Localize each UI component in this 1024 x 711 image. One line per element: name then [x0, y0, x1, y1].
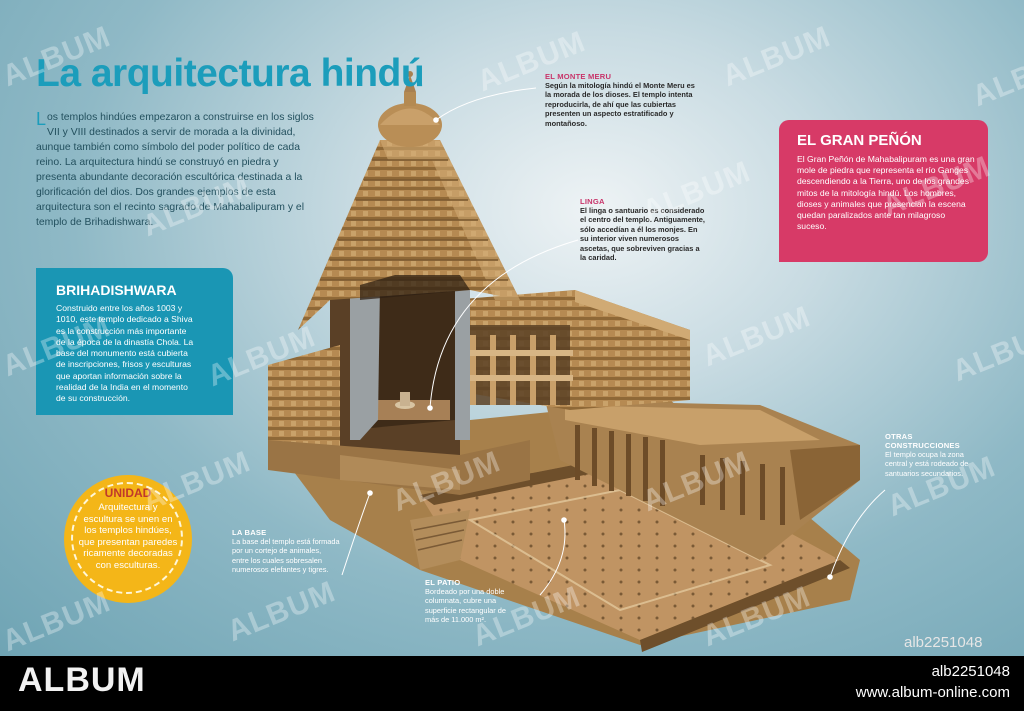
callout-linga-text: El linga o santuario es considerado el c…: [580, 206, 705, 263]
callout-base: LA BASE La base del templo está formada …: [232, 528, 340, 575]
footer-bar: [0, 656, 1024, 711]
base-tier: [268, 345, 340, 470]
courtyard-floor: [420, 452, 840, 640]
callout-monte-meru: EL MONTE MERU Según la mitología hindú e…: [545, 72, 695, 128]
callout-patio-text: Bordeado por una doble columnata, cubre …: [425, 587, 506, 625]
callout-base-title: LA BASE: [232, 528, 267, 537]
callout-linga: LINGA El linga o santuario es considerad…: [580, 197, 705, 262]
leader-monte-meru: [435, 87, 537, 121]
callout-monte-meru-title: EL MONTE MERU: [545, 72, 612, 81]
leader-linga: [429, 239, 579, 409]
brihadishwara-panel: [36, 268, 233, 415]
intro-text: os templos hindúes empezaron a construir…: [36, 112, 314, 228]
footer-url[interactable]: www.album-online.com: [855, 684, 1010, 701]
callout-otras: OTRAS CONSTRUCCIONES El templo ocupa la …: [885, 432, 983, 478]
gran-penon-title: EL GRAN PEÑÓN: [797, 132, 922, 149]
callout-linga-title: LINGA: [580, 197, 605, 206]
brihadishwara-text: Construido entre los años 1003 y 1010, e…: [56, 303, 194, 404]
brihadishwara-title: BRIHADISHWARA: [56, 282, 177, 298]
callout-otras-text: El templo ocupa la zona central y está r…: [885, 450, 969, 478]
image-id: alb2251048: [904, 634, 983, 651]
gran-penon-text: El Gran Peñón de Mahabalipuram es una gr…: [797, 154, 975, 232]
leader-base: [341, 492, 371, 576]
footer-image-id: alb2251048: [931, 663, 1010, 680]
page-title: La arquitectura hindú: [36, 52, 425, 95]
gran-penon-panel: [779, 120, 988, 262]
callout-monte-meru-text: Según la mitología hindú el Monte Meru e…: [545, 81, 695, 128]
unidad-badge-ring: [71, 482, 183, 594]
callout-patio: EL PATIO Bordeado por una doble columnat…: [425, 578, 517, 625]
unidad-text: Arquitectura y escultura se unen en los …: [78, 502, 178, 571]
footer-logo[interactable]: ALBUM: [18, 661, 146, 699]
callout-otras-title: OTRAS CONSTRUCCIONES: [885, 432, 960, 450]
callout-patio-title: EL PATIO: [425, 578, 461, 587]
temple-illustration: [268, 71, 886, 652]
leader-patio: [539, 519, 566, 596]
leader-otras: [829, 489, 886, 578]
front-stairs: [410, 510, 470, 570]
callout-base-text: La base del templo está formada por un c…: [232, 537, 340, 575]
intro-drop-cap: L: [36, 109, 47, 129]
unidad-title: UNIDAD: [104, 486, 152, 500]
